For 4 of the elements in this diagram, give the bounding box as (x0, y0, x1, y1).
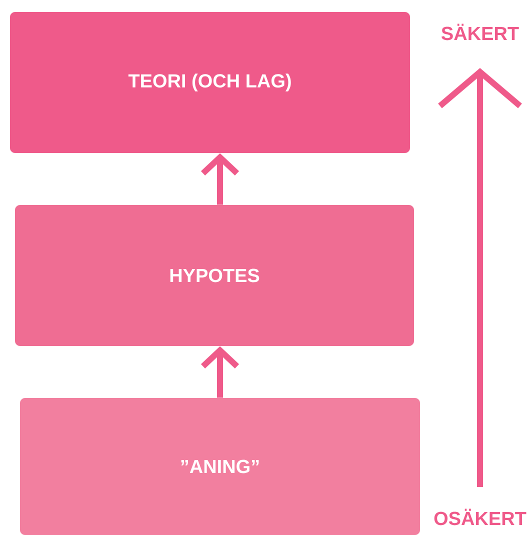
scale-label: SÄKERT (442, 24, 519, 40)
text-box: HYPOTES (15, 205, 414, 346)
text-box: ”ANING” (20, 398, 420, 535)
text-box: TEORI (OCH LAG) (10, 12, 410, 153)
